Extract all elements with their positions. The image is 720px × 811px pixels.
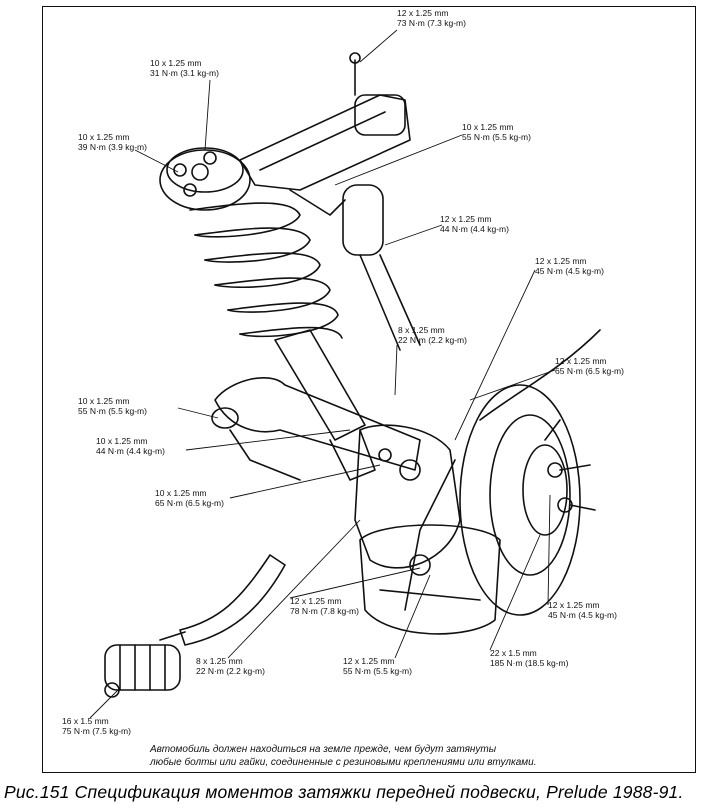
callout-size: 16 x 1.5 mm (62, 716, 109, 726)
callout-size: 12 x 1.25 mm (397, 8, 449, 18)
callout-lower-arm-bushing: 10 x 1.25 mm 55 N·m (5.5 kg-m) (78, 396, 147, 416)
callout-torque: 55 N·m (5.5 kg-m) (343, 666, 412, 676)
callout-torque: 78 N·m (7.8 kg-m) (290, 606, 359, 616)
callout-torque: 55 N·m (5.5 kg-m) (78, 406, 147, 416)
callout-torque: 45 N·m (4.5 kg-m) (548, 610, 617, 620)
callout-size: 12 x 1.25 mm (548, 600, 600, 610)
steering-knuckle (354, 424, 461, 569)
callout-size: 12 x 1.25 mm (535, 256, 587, 266)
callout-size: 12 x 1.25 mm (290, 596, 342, 606)
callout-hose-bracket: 12 x 1.25 mm 45 N·m (4.5 kg-m) (535, 256, 604, 276)
callout-torque: 31 N·m (3.1 kg-m) (150, 68, 219, 78)
callout-torque: 44 N·m (4.4 kg-m) (440, 224, 509, 234)
callout-torque: 22 N·m (2.2 kg-m) (196, 666, 265, 676)
callout-torque: 65 N·m (6.5 kg-m) (555, 366, 624, 376)
callout-torque: 55 N·m (5.5 kg-m) (462, 132, 531, 142)
leader-lines (89, 29, 556, 719)
callout-size: 12 x 1.25 mm (343, 656, 395, 666)
callout-damper-fork-bolt: 12 x 1.25 mm 44 N·m (4.4 kg-m) (440, 214, 509, 234)
callout-size: 10 x 1.25 mm (78, 396, 130, 406)
strut-body (274, 329, 376, 481)
callout-torque: 73 N·m (7.3 kg-m) (397, 18, 466, 28)
callout-size: 12 x 1.25 mm (440, 214, 492, 224)
callout-ball-joint-nut: 10 x 1.25 mm 65 N·m (6.5 kg-m) (155, 488, 224, 508)
callout-knuckle-small-bolt: 8 x 1.25 mm 22 N·m (2.2 kg-m) (398, 325, 467, 345)
callout-size: 10 x 1.25 mm (462, 122, 514, 132)
callout-torque: 45 N·m (4.5 kg-m) (535, 266, 604, 276)
callout-mount-nuts: 10 x 1.25 mm 39 N·m (3.9 kg-m) (78, 132, 147, 152)
callout-radius-rod-bolt: 8 x 1.25 mm 22 N·m (2.2 kg-m) (196, 656, 265, 676)
note-line: любые болты или гайки, соединенные с рез… (150, 757, 537, 768)
callout-size: 22 x 1.5 mm (490, 648, 537, 658)
callout-size: 10 x 1.25 mm (155, 488, 207, 498)
radius-rod (159, 554, 286, 646)
callout-caliper-mount-bolt: 12 x 1.25 mm 55 N·m (5.5 kg-m) (343, 656, 412, 676)
callout-upper-arm-bolt: 10 x 1.25 mm 55 N·m (5.5 kg-m) (462, 122, 531, 142)
callout-lower-arm-bolt: 10 x 1.25 mm 44 N·m (4.4 kg-m) (96, 436, 165, 456)
callout-size: 10 x 1.25 mm (96, 436, 148, 446)
hub-and-disc (459, 384, 596, 616)
callout-torque: 75 N·m (7.5 kg-m) (62, 726, 131, 736)
brake-caliper (359, 524, 501, 635)
callout-spindle-nut: 22 x 1.5 mm 185 N·m (18.5 kg-m) (490, 648, 568, 668)
callout-caliper-bolt: 12 x 1.25 mm 78 N·m (7.8 kg-m) (290, 596, 359, 616)
callout-size: 10 x 1.25 mm (78, 132, 130, 142)
warning-note: Автомобиль должен находиться на земле пр… (150, 743, 670, 769)
upper-arm (239, 52, 411, 216)
damper-fork (342, 184, 421, 351)
figure-caption: Рис.151 Спецификация моментов затяжки пе… (4, 782, 684, 802)
lower-arm (211, 377, 421, 481)
callout-hub-bolt: 12 x 1.25 mm 45 N·m (4.5 kg-m) (548, 600, 617, 620)
brake-hose (404, 329, 601, 611)
note-line: Автомобиль должен находиться на земле пр… (150, 744, 497, 755)
callout-torque: 65 N·m (6.5 kg-m) (155, 498, 224, 508)
callout-size: 8 x 1.25 mm (398, 325, 445, 335)
callout-radius-rod-end-nut: 16 x 1.5 mm 75 N·m (7.5 kg-m) (62, 716, 131, 736)
callout-torque: 185 N·m (18.5 kg-m) (490, 658, 569, 668)
strut-top-mount (159, 147, 251, 211)
callout-torque: 44 N·m (4.4 kg-m) (96, 446, 165, 456)
callout-strut-top-nut: 12 x 1.25 mm 73 N·m (7.3 kg-m) (397, 8, 466, 28)
radius-rod-bushing (104, 644, 181, 698)
callout-size: 8 x 1.25 mm (196, 656, 243, 666)
callout-tie-rod-nut: 12 x 1.25 mm 65 N·m (6.5 kg-m) (555, 356, 624, 376)
callout-torque: 39 N·m (3.9 kg-m) (78, 142, 147, 152)
callout-mount-center-nut: 10 x 1.25 mm 31 N·m (3.1 kg-m) (150, 58, 219, 78)
coil-spring (189, 202, 343, 339)
callout-size: 12 x 1.25 mm (555, 356, 607, 366)
callout-size: 10 x 1.25 mm (150, 58, 202, 68)
callout-torque: 22 N·m (2.2 kg-m) (398, 335, 467, 345)
